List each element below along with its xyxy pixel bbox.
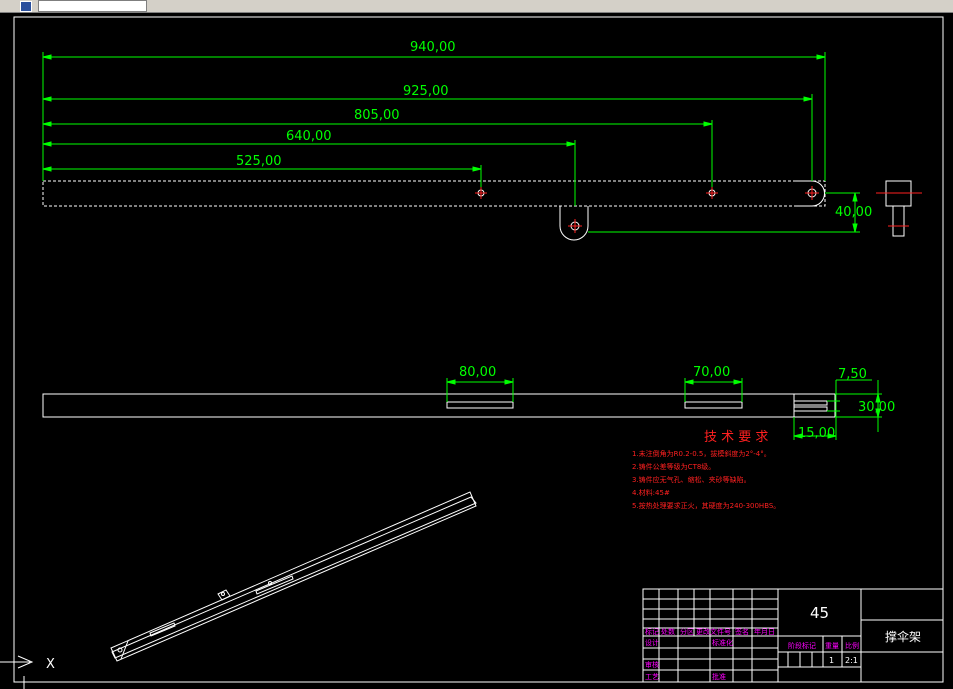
tb-scale-label: 比例 <box>845 641 859 650</box>
dimension-lines-mid <box>446 378 882 440</box>
tb-standardize: 标准化 <box>712 638 733 647</box>
tech-line-2: 2.铸件公差等级为CT8级。 <box>632 462 715 471</box>
dim-925: 925,00 <box>403 84 449 99</box>
tb-material: 45 <box>810 604 829 622</box>
dim-7-5: 7,50 <box>838 367 867 382</box>
tb-qty: 1 <box>829 656 834 665</box>
tb-process: 工艺 <box>645 673 659 681</box>
dim-40: 40,00 <box>835 205 872 220</box>
dim-80: 80,00 <box>459 365 496 380</box>
side-view <box>876 180 922 237</box>
front-view <box>42 393 836 418</box>
layer-combo[interactable] <box>38 0 147 12</box>
tb-label-sign: 签名 <box>735 627 749 636</box>
center-marks <box>475 186 819 233</box>
tb-design: 设计 <box>645 638 659 647</box>
dimension-lines-top <box>42 52 860 233</box>
dim-940: 940,00 <box>410 40 456 55</box>
tb-label-date: 年月日 <box>754 627 775 636</box>
tb-approve: 批准 <box>712 672 726 681</box>
tech-line-4: 4.材料:45# <box>632 488 670 497</box>
dim-805: 805,00 <box>354 108 400 123</box>
tb-label-zone: 分区 <box>680 627 694 636</box>
tb-weight: 重量 <box>825 642 839 650</box>
ucs-icon <box>0 655 34 689</box>
tb-check: 审核 <box>645 660 659 669</box>
tb-label-mark: 标记 <box>645 627 659 636</box>
drawing-frame <box>13 16 944 683</box>
isometric-view <box>110 491 477 662</box>
toolbar <box>0 0 953 13</box>
top-view <box>42 180 826 241</box>
dim-525: 525,00 <box>236 154 282 169</box>
tb-scale: 2:1 <box>845 656 858 665</box>
layer-icon[interactable] <box>20 1 32 12</box>
dim-30: 30,00 <box>858 400 895 415</box>
tech-line-3: 3.铸件应无气孔、缩松、夹砂等缺陷。 <box>632 475 751 484</box>
dim-640: 640,00 <box>286 129 332 144</box>
tech-line-1: 1.未注倒角为R0.2-0.5，拔模斜度为2°-4°。 <box>632 449 771 458</box>
drawing-canvas[interactable]: 940,00 925,00 805,00 640,00 525,00 40,00… <box>0 13 953 689</box>
tb-part-name: 撑伞架 <box>885 629 921 644</box>
tb-stage: 阶段标记 <box>788 641 816 650</box>
title-block <box>642 588 944 683</box>
tech-line-5: 5.按热处理要求正火，其硬度为240-300HBS。 <box>632 501 780 510</box>
dim-70: 70,00 <box>693 365 730 380</box>
tech-title: 技 术 要 求 <box>704 430 768 445</box>
ucs-x-label: X <box>46 657 55 672</box>
tb-label-change: 更改文件号 <box>696 627 731 636</box>
dim-15: 15,00 <box>798 426 835 441</box>
tb-label-count: 处数 <box>661 627 675 636</box>
